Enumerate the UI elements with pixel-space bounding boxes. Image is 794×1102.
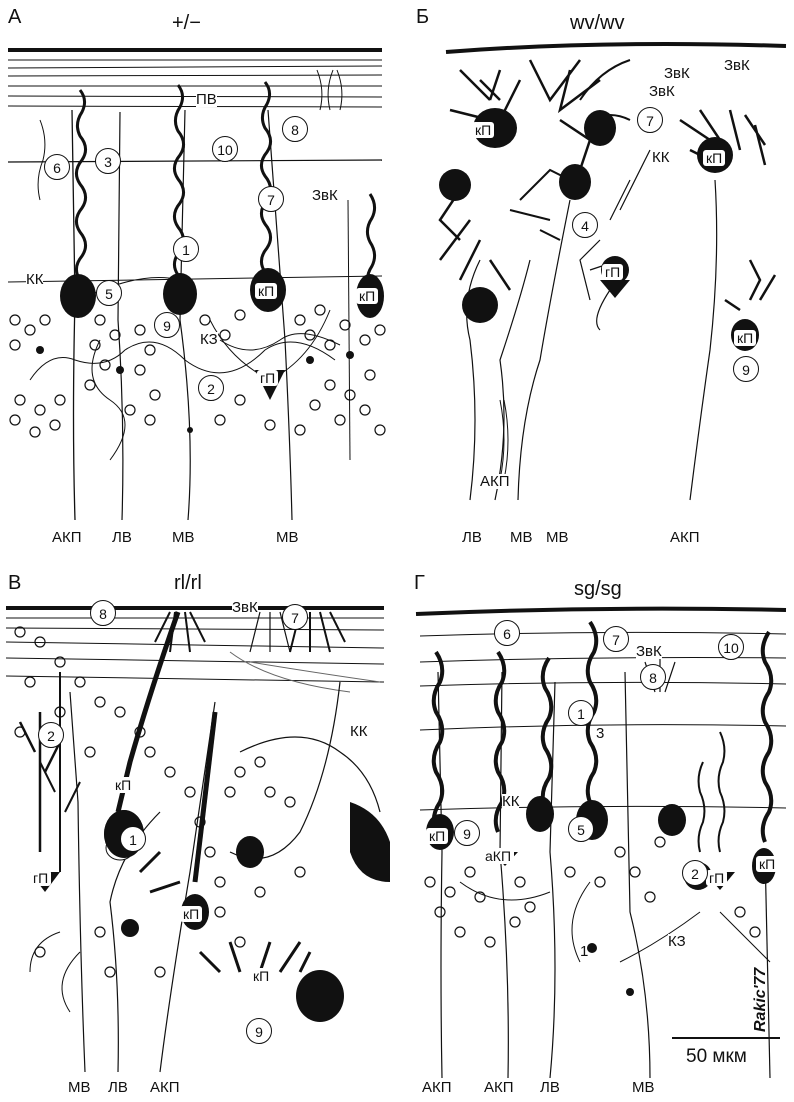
label-pv: ПВ: [196, 92, 217, 107]
label-kp-2: кП: [756, 856, 778, 872]
label-zvk: ЗвК: [232, 600, 258, 615]
label-kp: кП: [112, 777, 134, 793]
panel-b-drawing: [400, 0, 794, 552]
marker-1: 1: [120, 826, 146, 852]
marker-8: 8: [282, 116, 308, 142]
marker-9: 9: [154, 312, 180, 338]
label-kk: КК: [502, 794, 519, 809]
marker-1: 1: [173, 236, 199, 262]
label-kz: КЗ: [200, 332, 218, 347]
label-kk: КК: [652, 150, 669, 165]
bottom-label: МВ: [510, 530, 533, 545]
marker-4: 4: [572, 212, 598, 238]
panel-v: В rl/rl: [0, 552, 392, 1102]
marker-10: 10: [212, 136, 238, 162]
panel-b: Б wv/wv: [400, 0, 794, 552]
label-akp-small: аКП: [482, 848, 514, 864]
bottom-label: АКП: [150, 1080, 180, 1095]
author-signature: Rakic'77: [752, 968, 770, 1032]
bottom-label: МВ: [276, 530, 299, 545]
bottom-label: МВ: [68, 1080, 91, 1095]
label-zvk: ЗвК: [312, 188, 338, 203]
marker-3: 3: [95, 148, 121, 174]
marker-7: 7: [637, 107, 663, 133]
marker-2: 2: [38, 722, 64, 748]
label-kp-2: кП: [356, 288, 378, 304]
bottom-label: МВ: [172, 530, 195, 545]
bottom-label: МВ: [632, 1080, 655, 1095]
panel-a-drawing: [0, 0, 392, 552]
label-kp-3: кП: [250, 968, 272, 984]
bottom-label: ЛВ: [108, 1080, 128, 1095]
bottom-label: АКП: [670, 530, 700, 545]
marker-5: 5: [568, 816, 594, 842]
scale-bar-label: 50 мкм: [686, 1046, 747, 1068]
label-small-3: 3: [596, 726, 604, 741]
label-gp: гП: [257, 370, 278, 386]
granule-field: [15, 627, 305, 977]
marker-6: 6: [494, 620, 520, 646]
bottom-label: ЛВ: [112, 530, 132, 545]
marker-8: 8: [640, 664, 666, 690]
label-kp: кП: [426, 828, 448, 844]
panel-v-drawing: [0, 552, 392, 1102]
label-gp: гП: [602, 264, 623, 280]
label-small-1: 1: [580, 944, 588, 959]
bottom-label: МВ: [546, 530, 569, 545]
label-kp-3: кП: [734, 330, 756, 346]
label-kp-2: кП: [180, 906, 202, 922]
bottom-label: АКП: [52, 530, 82, 545]
marker-7: 7: [258, 186, 284, 212]
label-zvk: ЗвК: [636, 644, 662, 659]
marker-9: 9: [454, 820, 480, 846]
label-akp: АКП: [480, 474, 510, 489]
granule-field: [10, 305, 385, 437]
bottom-label: АКП: [422, 1080, 452, 1095]
marker-10: 10: [718, 634, 744, 660]
marker-2: 2: [682, 860, 708, 886]
label-kk: КК: [350, 724, 367, 739]
bottom-label: ЛВ: [462, 530, 482, 545]
label-gp: гП: [30, 870, 51, 886]
marker-2: 2: [198, 375, 224, 401]
label-kp-2: кП: [703, 150, 725, 166]
label-zvk-2: ЗвК: [724, 58, 750, 73]
label-kz: КЗ: [668, 934, 686, 949]
label-zvk: ЗвК: [664, 66, 690, 81]
marker-9: 9: [733, 356, 759, 382]
bottom-label: ЛВ: [540, 1080, 560, 1095]
marker-7: 7: [603, 626, 629, 652]
panel-a: А +/−: [0, 0, 392, 552]
panel-g: Г sg/sg: [400, 552, 794, 1102]
marker-1: 1: [568, 700, 594, 726]
marker-6: 6: [44, 154, 70, 180]
marker-8: 8: [90, 600, 116, 626]
label-zvk-3: ЗвК: [649, 84, 675, 99]
label-gp: гП: [706, 870, 727, 886]
marker-7: 7: [282, 604, 308, 630]
label-kp: кП: [255, 283, 277, 299]
label-kp: кП: [472, 122, 494, 138]
bottom-label: АКП: [484, 1080, 514, 1095]
marker-9: 9: [246, 1018, 272, 1044]
label-kk: КК: [26, 272, 43, 287]
marker-5: 5: [96, 280, 122, 306]
